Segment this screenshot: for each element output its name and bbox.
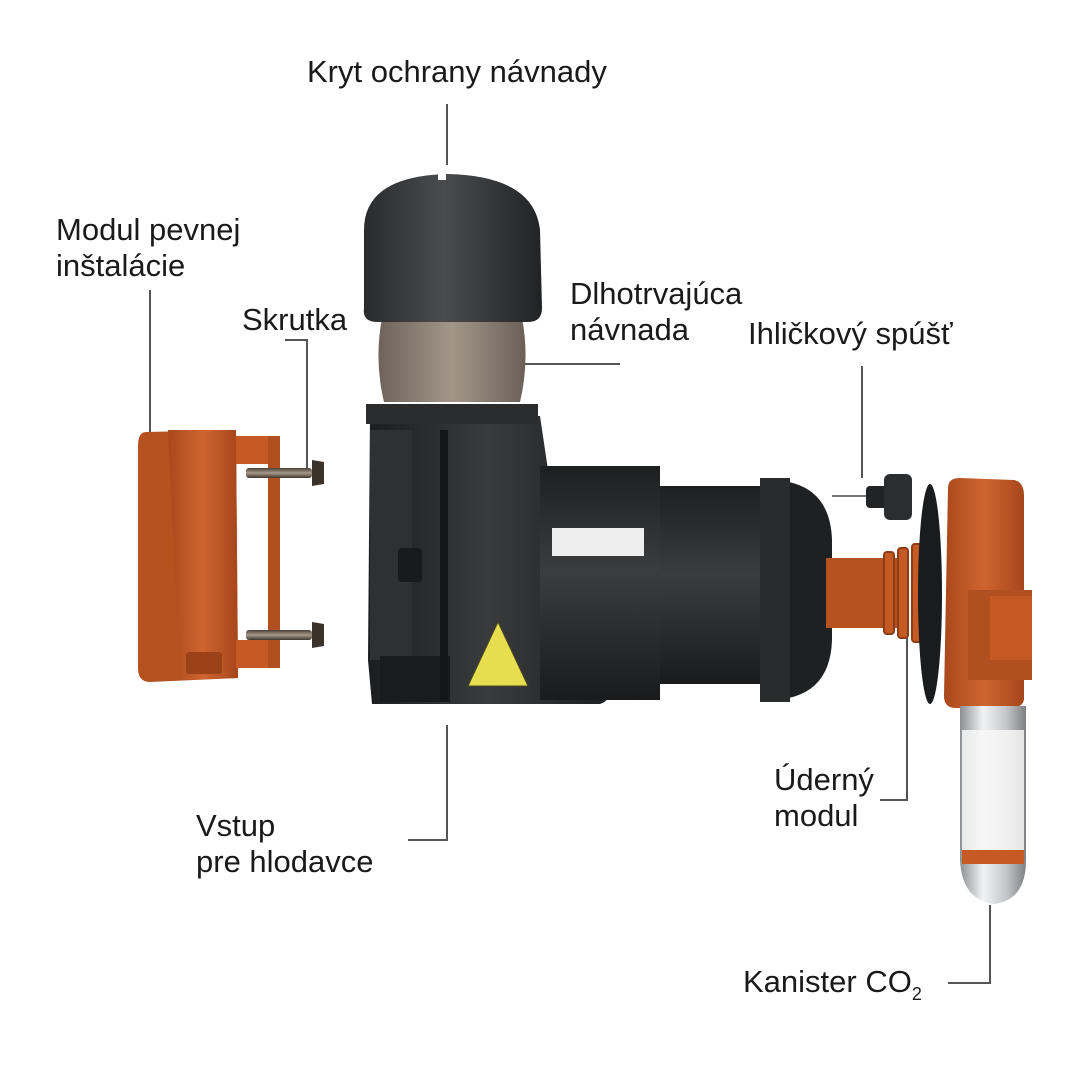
label-screw: Skrutka: [242, 302, 348, 337]
bait-cover: [363, 170, 542, 322]
label-co2-text: Kanister CO: [743, 964, 912, 999]
label-long-lasting-bait-line1: Dlhotrvajúca: [570, 276, 743, 311]
label-mounting-module: Modul pevnej inštalácie: [56, 212, 240, 284]
label-long-lasting-bait-line2: návnada: [570, 312, 689, 347]
label-needle-trigger: Ihličkový spúšť: [748, 316, 953, 351]
label-mounting-module-line2: inštalácie: [56, 248, 186, 283]
label-co2-subscript: 2: [911, 984, 922, 1004]
needle-trigger-icon: [832, 474, 912, 520]
label-co2-canister: Kanister CO2: [743, 964, 922, 1012]
mounting-module: [138, 430, 280, 682]
label-bait-cover: Kryt ochrany návnady: [307, 54, 607, 89]
label-striker-module: Úderný modul: [774, 762, 874, 834]
warning-triangle-icon: [467, 620, 529, 687]
label-rodent-entry-line2: pre hlodavce: [196, 844, 374, 879]
screw-icon: [246, 460, 324, 648]
label-mounting-module-line1: Modul pevnej: [56, 212, 241, 247]
leader-striker-module: [880, 628, 908, 801]
label-rodent-entry: Vstup pre hlodavce: [196, 808, 374, 880]
long-lasting-bait: [378, 318, 526, 402]
leader-screw: [285, 339, 308, 468]
leader-rodent-entry: [408, 725, 448, 841]
label-striker-module-line1: Úderný: [774, 762, 874, 797]
striker-module: [826, 478, 1032, 708]
leader-co2-canister: [948, 905, 991, 984]
label-long-lasting-bait: Dlhotrvajúca návnada: [570, 276, 742, 348]
co2-canister: [960, 706, 1026, 904]
horizontal-tube: [540, 466, 832, 702]
leader-lines: [149, 104, 991, 984]
label-rodent-entry-line1: Vstup: [196, 808, 276, 843]
label-striker-module-line2: modul: [774, 798, 859, 833]
